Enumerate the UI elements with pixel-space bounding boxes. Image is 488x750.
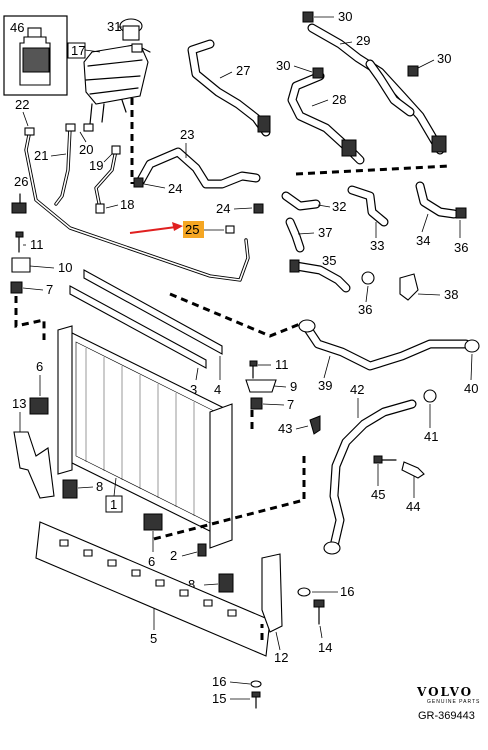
hose-39: 39 40: [298, 319, 480, 396]
callout-40: 40: [464, 381, 478, 396]
dashed-connection: [149, 456, 306, 542]
red-arrow: [129, 226, 177, 234]
callout-20: 20: [79, 142, 93, 157]
callout-18: 18: [120, 197, 134, 212]
callout-7a: 7: [46, 282, 53, 297]
callout-17: 17: [71, 43, 85, 58]
drawing-reference: GR-369443: [418, 710, 475, 722]
brand-tagline: GENUINE PARTS: [427, 699, 480, 705]
callout-32: 32: [332, 199, 346, 214]
callout-42: 42: [350, 382, 364, 397]
callout-31: 31: [107, 19, 121, 34]
volvo-logo: VOLVO: [416, 685, 473, 699]
callout-44: 44: [406, 499, 420, 514]
callout-25: 25: [185, 222, 199, 237]
callout-23: 23: [180, 127, 194, 142]
callout-39: 39: [318, 378, 332, 393]
callout-4: 4: [214, 382, 221, 397]
callout-30b: 30: [276, 58, 290, 73]
callout-8a: 8: [96, 479, 103, 494]
upper-right-hoses: 30 29 30 30 28: [276, 9, 451, 165]
callout-24b: 24: [216, 201, 230, 216]
callout-24a: 24: [168, 181, 182, 196]
dashed-connection: [14, 296, 46, 340]
callout-45: 45: [371, 487, 385, 502]
callout-22: 22: [15, 97, 29, 112]
bottom-fittings: 6 2: [143, 513, 207, 569]
callout-7b: 7: [287, 397, 294, 412]
highlight-box: [183, 221, 204, 238]
callout-34: 34: [416, 233, 430, 248]
callout-36a: 36: [454, 240, 468, 255]
dashed-connection: [169, 292, 301, 338]
callout-33: 33: [370, 238, 384, 253]
callout-14: 14: [318, 640, 332, 655]
callout-46: 46: [10, 20, 24, 35]
dashed-connection: [295, 164, 451, 176]
callout-26: 26: [14, 174, 28, 189]
callout-29: 29: [356, 33, 370, 48]
callout-27: 27: [236, 63, 250, 78]
bleed-pipes: 22 21 20 19 18: [15, 97, 250, 282]
callout-11b: 11: [275, 357, 289, 372]
highlighted-part-25: 25: [129, 221, 235, 238]
callout-38: 38: [444, 287, 458, 302]
hose-42: 42 41: [323, 382, 438, 555]
callout-3: 3: [190, 382, 197, 397]
red-arrow-head: [172, 222, 183, 231]
right-bracket: 12: [261, 553, 288, 665]
right-bolts: 16 14: [297, 584, 354, 655]
small-fittings-right: 43 45 44: [278, 415, 425, 514]
callout-36b: 36: [358, 302, 372, 317]
callout-16b: 16: [212, 674, 226, 689]
callout-21: 21: [34, 148, 48, 163]
callout-2: 2: [170, 548, 177, 563]
volvo-brand-mark: VOLVO GENUINE PARTS GR-369443: [416, 685, 480, 722]
callout-30a: 30: [338, 9, 352, 24]
callout-9: 9: [290, 379, 297, 394]
left-fasteners: 11 10 7: [10, 231, 72, 297]
seal-strips: 3 4: [69, 269, 223, 397]
bottom-bolts: 16 15: [212, 674, 262, 709]
callout-6b: 6: [148, 554, 155, 569]
callout-19: 19: [89, 158, 103, 173]
callout-1: 1: [110, 497, 117, 512]
callout-28: 28: [332, 92, 346, 107]
callout-6a: 6: [36, 359, 43, 374]
left-brackets: 6 13: [12, 359, 55, 499]
callout-10: 10: [58, 260, 72, 275]
callout-30c: 30: [437, 51, 451, 66]
rubber-mounts: 8 8: [62, 479, 234, 593]
expansion-tank: 17 31: [67, 18, 151, 125]
sensor-26: 26: [11, 174, 28, 214]
callout-41: 41: [424, 429, 438, 444]
small-hoses: 32 33 34 36 37: [281, 181, 468, 255]
callout-16a: 16: [340, 584, 354, 599]
bottom-shield-plate: 5: [35, 521, 271, 657]
callout-5: 5: [150, 631, 157, 646]
hose-27: 27: [187, 39, 271, 137]
callout-35: 35: [322, 253, 336, 268]
radiator: 1: [57, 325, 233, 549]
callout-43: 43: [278, 421, 292, 436]
mid-fasteners: 11 9 7: [245, 357, 297, 412]
callout-8b: 8: [188, 577, 195, 592]
callout-37: 37: [318, 225, 332, 240]
callout-13: 13: [12, 396, 26, 411]
callout-15: 15: [212, 691, 226, 706]
callout-12: 12: [274, 650, 288, 665]
coolant-bottle-inset: 46: [3, 15, 68, 96]
callout-11a: 11: [30, 237, 44, 252]
hose-23: 23 24 24: [133, 127, 264, 216]
hose-35-group: 35 36 38: [289, 253, 458, 317]
